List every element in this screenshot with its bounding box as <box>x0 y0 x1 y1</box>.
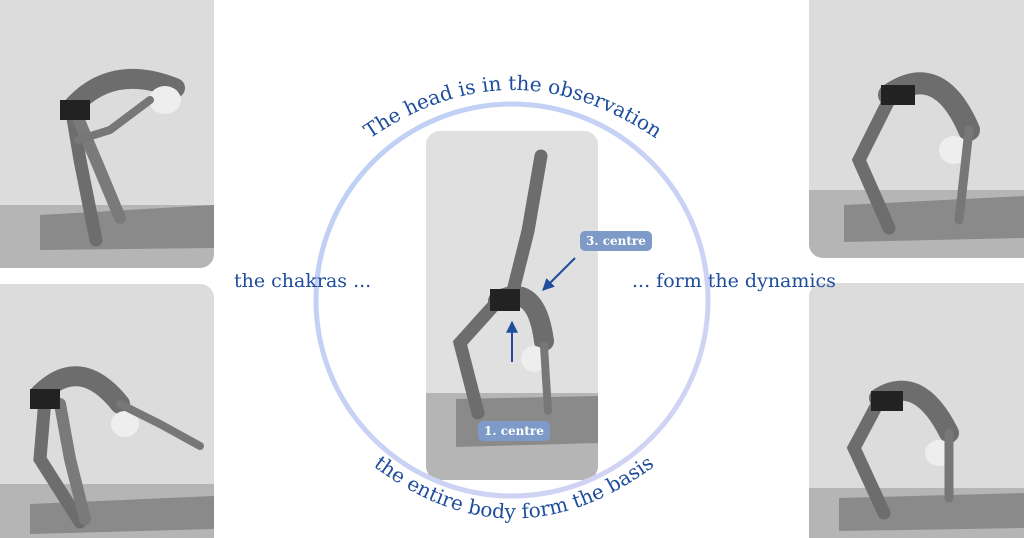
photo-backbend-standing-1 <box>0 0 214 268</box>
side-text-chakras: the chakras ... <box>234 270 372 292</box>
label-centre-3: 3. centre <box>580 231 652 251</box>
photo-wheel-pose-2 <box>809 283 1024 538</box>
side-text-dynamics: ... form the dynamics <box>632 270 836 292</box>
photo-wheel-pose-1 <box>809 0 1024 258</box>
label-centre-1: 1. centre <box>478 421 550 441</box>
photo-backbend-standing-2 <box>0 284 214 538</box>
